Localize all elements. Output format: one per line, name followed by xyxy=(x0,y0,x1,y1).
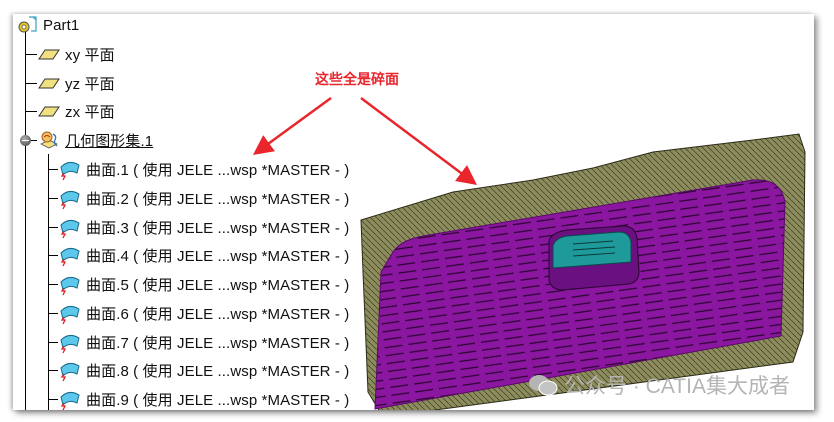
tree-connector xyxy=(25,54,37,55)
tree-node-label: 曲面.9 ( 使用 JELE ...wsp *MASTER - ) xyxy=(86,391,350,409)
tree-node-surface[interactable]: 曲面.3 ( 使用 JELE ...wsp *MASTER - ) xyxy=(58,216,350,239)
tree-connector xyxy=(25,83,37,84)
tree-node-surface[interactable]: 曲面.6 ( 使用 JELE ...wsp *MASTER - ) xyxy=(58,302,350,325)
tree-connector xyxy=(48,399,58,400)
surface-icon xyxy=(58,188,82,210)
surface-icon xyxy=(58,389,82,410)
surface-icon xyxy=(58,245,82,267)
tree-node-label: 曲面.1 ( 使用 JELE ...wsp *MASTER - ) xyxy=(86,161,350,179)
tree-trunk-line xyxy=(25,32,26,144)
tree-node-plane-xy[interactable]: xy 平面 xyxy=(37,43,115,65)
tree-node-label: 曲面.3 ( 使用 JELE ...wsp *MASTER - ) xyxy=(86,219,350,237)
tree-connector xyxy=(25,140,37,141)
tree-node-plane-zx[interactable]: zx 平面 xyxy=(37,100,115,122)
tree-node-label: 几何图形集.1 xyxy=(65,132,154,150)
annotation-arrows xyxy=(252,96,477,185)
tree-node-plane-yz[interactable]: yz 平面 xyxy=(37,72,115,94)
tree-node-surface[interactable]: 曲面.5 ( 使用 JELE ...wsp *MASTER - ) xyxy=(58,273,350,296)
tree-connector xyxy=(48,284,58,285)
arrow-to-model xyxy=(360,97,477,185)
tree-node-label: xy 平面 xyxy=(65,46,115,64)
surface-icon xyxy=(58,159,82,181)
tree-node-label: 曲面.5 ( 使用 JELE ...wsp *MASTER - ) xyxy=(86,276,350,294)
tree-node-surface[interactable]: 曲面.1 ( 使用 JELE ...wsp *MASTER - ) xyxy=(58,158,350,181)
watermark: 公众号 · CATIA集大成者 xyxy=(528,370,790,400)
tree-connector xyxy=(48,227,58,228)
tree-node-surface[interactable]: 曲面.9 ( 使用 JELE ...wsp *MASTER - ) xyxy=(58,388,349,410)
tree-node-label: yz 平面 xyxy=(65,75,115,93)
tree-connector xyxy=(48,342,58,343)
surface-icon xyxy=(58,360,82,382)
tree-connector xyxy=(48,313,58,314)
tree-node-label: zx 平面 xyxy=(65,103,115,121)
specification-tree: Part1 xy 平面 yz 平面 zx 平面 xyxy=(13,14,413,410)
surface-icon xyxy=(58,303,82,325)
tree-node-label: 曲面.6 ( 使用 JELE ...wsp *MASTER - ) xyxy=(86,305,350,323)
tree-connector xyxy=(48,198,58,199)
tree-node-label: 曲面.4 ( 使用 JELE ...wsp *MASTER - ) xyxy=(86,247,350,265)
watermark-text: 公众号 · CATIA集大成者 xyxy=(564,375,790,398)
tree-trunk-line xyxy=(25,144,26,410)
tree-node-surface[interactable]: 曲面.2 ( 使用 JELE ...wsp *MASTER - ) xyxy=(58,187,350,210)
plane-icon xyxy=(37,101,61,121)
plane-icon xyxy=(37,73,61,93)
tree-node-label: Part1 xyxy=(43,16,80,34)
tree-node-surface[interactable]: 曲面.8 ( 使用 JELE ...wsp *MASTER - ) xyxy=(58,359,350,382)
tree-connector xyxy=(48,255,58,256)
screenshot-panel: Part1 xy 平面 yz 平面 zx 平面 xyxy=(13,14,814,410)
window-glass xyxy=(552,231,632,269)
wechat-icon xyxy=(528,373,558,397)
annotation-label: 这些全是碎面 xyxy=(315,71,399,87)
fragmented-surface xyxy=(374,179,786,410)
geoset-children-line xyxy=(48,154,49,410)
geometric-set-icon xyxy=(37,130,61,150)
tree-connector xyxy=(48,370,58,371)
tree-node-label: 曲面.7 ( 使用 JELE ...wsp *MASTER - ) xyxy=(86,334,350,352)
tree-node-label: 曲面.8 ( 使用 JELE ...wsp *MASTER - ) xyxy=(86,362,350,380)
arrow-to-tree xyxy=(252,96,332,155)
tree-node-surface[interactable]: 曲面.4 ( 使用 JELE ...wsp *MASTER - ) xyxy=(58,244,350,267)
plane-icon xyxy=(37,44,61,64)
surface-icon xyxy=(58,332,82,354)
surface-icon xyxy=(58,217,82,239)
tailgate-model[interactable] xyxy=(353,122,814,410)
tree-node-label: 曲面.2 ( 使用 JELE ...wsp *MASTER - ) xyxy=(86,190,350,208)
tree-connector xyxy=(48,169,58,170)
tree-node-root[interactable]: Part1 xyxy=(17,14,79,36)
tree-node-geometric-set[interactable]: 几何图形集.1 xyxy=(37,129,153,151)
tree-node-surface[interactable]: 曲面.7 ( 使用 JELE ...wsp *MASTER - ) xyxy=(58,331,350,354)
surface-icon xyxy=(58,274,82,296)
part-gear-icon xyxy=(17,15,39,35)
collapse-toggle-icon[interactable] xyxy=(20,135,31,146)
tree-connector xyxy=(25,111,37,112)
3d-viewport[interactable] xyxy=(353,122,814,410)
